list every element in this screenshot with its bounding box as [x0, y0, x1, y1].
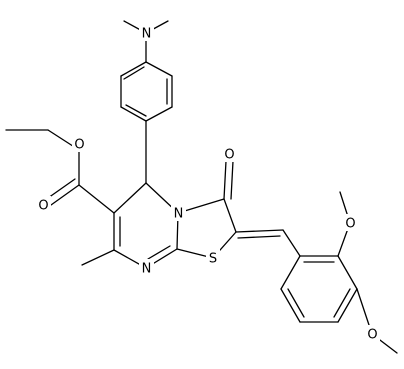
- bond-c3-o: [223, 160, 227, 200]
- bond-phenyl-6: [145, 61, 173, 77]
- bond-c2-benzylidene-inner: [237, 235, 281, 239]
- bond-carboxyl-o-double-inner: [47, 178, 76, 199]
- bond-c6-c5: [113, 182, 147, 214]
- bond-aryl2-5: [280, 288, 301, 323]
- atom-o-methoxy-para-label: O: [367, 328, 377, 343]
- atom-o-methoxy-ortho-label: O: [345, 217, 355, 232]
- bond-phenyl-1: [120, 61, 147, 77]
- atom-n-ring-label: N: [174, 207, 184, 222]
- bond-aryl2-2: [337, 255, 358, 290]
- bond-c3-c2: [223, 198, 237, 233]
- atom-o-methoxy-ortho: O: [343, 214, 358, 232]
- bond-aryl2-3-inner: [333, 288, 351, 318]
- atom-n-ring: N: [171, 204, 186, 222]
- bond-phenyl-3-inner: [125, 104, 147, 117]
- atom-s-ring-label: S: [209, 252, 217, 267]
- bond-aryl2-5-inner: [287, 288, 305, 318]
- atom-n-amine: N: [139, 24, 154, 42]
- bond-c7-methyl: [81, 249, 115, 266]
- atom-o-ketone-label: O: [224, 148, 234, 163]
- bond-phenyl-1-inner: [123, 66, 145, 80]
- bond-aryl2-3: [337, 288, 358, 323]
- atom-o-ester-ether-label: O: [74, 138, 84, 153]
- bond-benzylidene-aryl: [282, 229, 301, 257]
- bond-c3-o-inner: [230, 160, 234, 200]
- bond-c2-benzylidene: [235, 229, 284, 233]
- atom-n-amine-label: N: [142, 27, 152, 42]
- atom-o-ester-ether: O: [72, 135, 87, 153]
- atom-o-ester-carbonyl: O: [36, 196, 51, 214]
- bond-phenyl-3: [120, 106, 147, 122]
- atom-label-layer: N N N S O O O O: [36, 24, 380, 343]
- bond-c6-carboxyl: [78, 184, 115, 214]
- bond-carboxyl-o-double: [50, 184, 80, 206]
- atom-n-imine-label: N: [142, 262, 152, 277]
- atom-o-ketone: O: [222, 145, 237, 163]
- bond-layer: [5, 20, 398, 354]
- bond-phenyl-4: [145, 106, 173, 122]
- bond-aryl2-6: [280, 255, 301, 290]
- atom-o-methoxy-para: O: [365, 325, 380, 343]
- atom-n-imine: N: [139, 259, 154, 277]
- bond-c8a-n8-inner: [147, 245, 171, 260]
- atom-s-ring: S: [206, 249, 220, 267]
- atom-o-ester-carbonyl-label: O: [38, 199, 48, 214]
